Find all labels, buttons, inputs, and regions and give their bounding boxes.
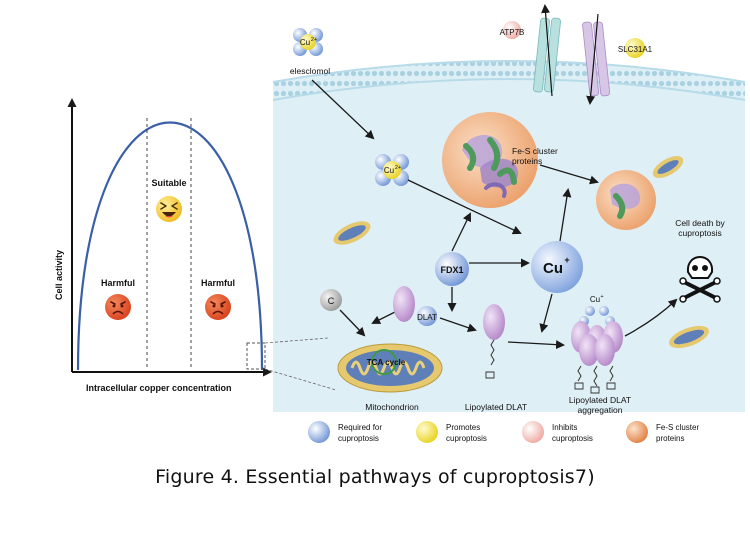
zone-label-suitable: Suitable [151, 178, 186, 188]
dlat-label: DLAT [417, 313, 437, 322]
svg-text:+: + [564, 255, 569, 265]
cu2-label: Cu [300, 38, 310, 47]
tca-cycle-icon [371, 349, 397, 375]
atp7b-label: ATP7B [500, 28, 525, 37]
happy-face-icon [156, 196, 182, 222]
lipoylated-dlat [483, 304, 505, 379]
figure-caption: Figure 4. Essential pathways of cupropto… [155, 466, 595, 488]
dlat-protein: DLAT [393, 286, 437, 326]
c-label: C [328, 296, 335, 306]
zone-label-harmful-right: Harmful [201, 278, 235, 288]
lipoylated-dlat-label: Lipoylated DLAT [465, 402, 527, 412]
cu-plus-ion: Cu + [531, 241, 583, 293]
c-molecule: C [320, 289, 342, 311]
fes-cluster-label: Fe-S cluster proteins [512, 146, 560, 166]
intracellular-cu-complex: Cu 2+ [375, 154, 409, 186]
dlat-aggregate [571, 306, 623, 394]
fdx1-label: FDX1 [440, 265, 463, 275]
fes-cluster-protein [442, 112, 538, 208]
degraded-fes-protein [596, 170, 656, 230]
zone-label-harmful-left: Harmful [101, 278, 135, 288]
cu-aggregate-label: Cu [590, 295, 600, 304]
slc31a1-channel: SLC31A1 [582, 13, 653, 105]
fdx1-protein: FDX1 [435, 252, 469, 286]
atp7b-protein: ATP7B [500, 21, 525, 39]
cu-plus-label: Cu [543, 260, 563, 277]
small-mitochondrion [669, 325, 709, 349]
elesclomol-label: elesclomol [290, 66, 330, 76]
svg-text:2+: 2+ [395, 165, 401, 171]
small-mitochondrion [333, 221, 371, 245]
tca-cycle-label: TCA cycle [367, 358, 406, 367]
slc31a1-label: SLC31A1 [618, 45, 653, 54]
sad-face-icon [105, 294, 131, 320]
small-mitochondrion [652, 156, 684, 178]
copper-curve-panel: Cell activity Intracellular copper conce… [54, 98, 337, 393]
cell-membrane [273, 61, 745, 100]
sad-face-icon [205, 294, 231, 320]
cell-cytoplasm [272, 60, 746, 412]
zoom-box [246, 342, 266, 370]
svg-text:2+: 2+ [311, 37, 317, 43]
y-axis-label: Cell activity [54, 250, 64, 300]
x-axis-label: Intracellular copper concentration [86, 383, 232, 393]
transporter-channel-left [533, 4, 561, 97]
svg-text:Cu: Cu [384, 166, 394, 175]
skull-icon [679, 256, 721, 303]
mitochondrion: TCA cycle [337, 343, 443, 393]
elesclomol-cu-complex: Cu 2+ [293, 28, 323, 56]
svg-text:+: + [600, 294, 603, 300]
mitochondrion-label: Mitochondrion [365, 402, 419, 412]
activity-curve [76, 121, 264, 371]
